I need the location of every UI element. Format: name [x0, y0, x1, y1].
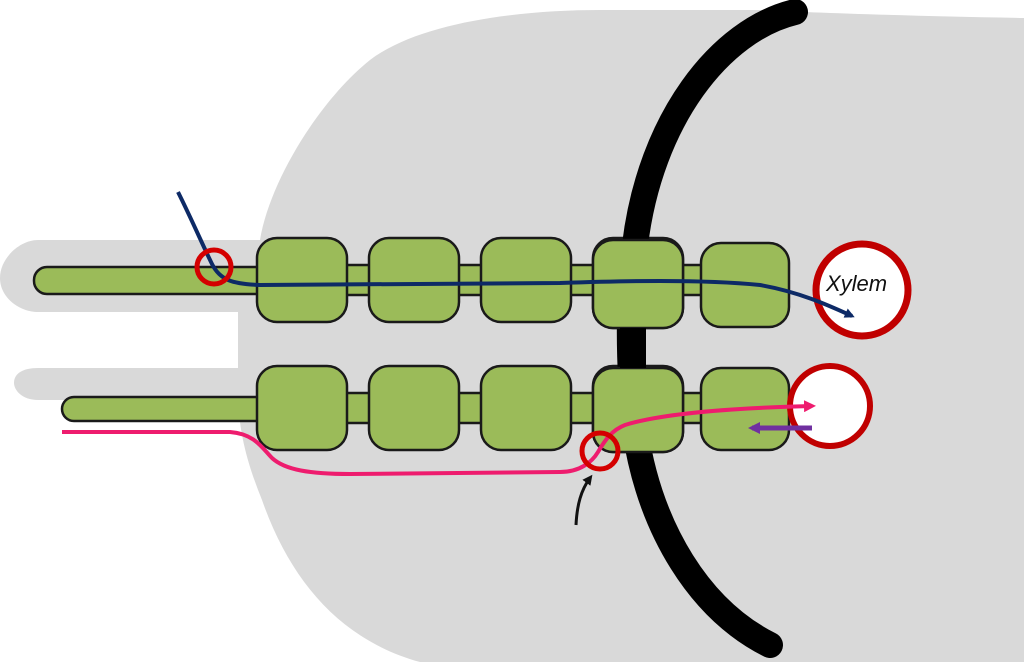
upper-cell-4-overlay	[591, 238, 685, 330]
lower-cell-3	[479, 364, 573, 452]
upper-cell-3	[479, 236, 573, 324]
xylem-vessel-upper	[812, 240, 912, 340]
root-tissue	[0, 10, 1024, 662]
root-hair-upper	[32, 265, 276, 296]
upper-cell-2	[367, 236, 461, 324]
barrier-between-rows	[620, 328, 646, 368]
circle-marker-icon	[194, 247, 234, 287]
lower-cell-2	[367, 364, 461, 452]
upper-cell-1	[255, 236, 349, 324]
curved-arrow-icon	[574, 474, 593, 526]
apoplastic-path	[176, 191, 855, 318]
xylem-label: Xylem	[825, 271, 887, 296]
lower-cell-1	[255, 364, 349, 452]
circle-marker-icon	[579, 430, 621, 472]
root-hair-lower	[60, 395, 274, 423]
